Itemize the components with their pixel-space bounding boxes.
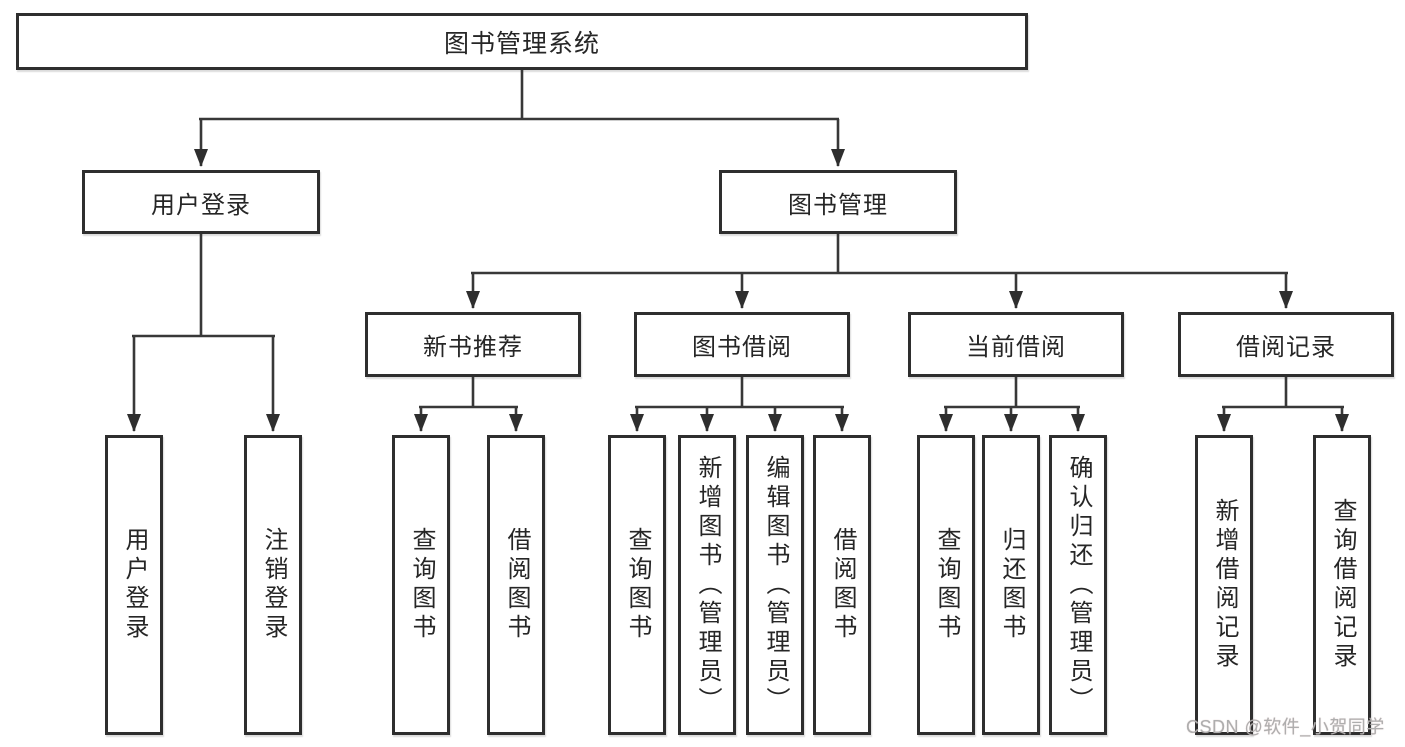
node-current-borrowing: 当前借阅 — [908, 312, 1124, 377]
node-borrowing-records: 借阅记录 — [1178, 312, 1394, 377]
leaf-logout: 注销登录 — [244, 435, 302, 735]
leaf-query-books-current: 查询图书 — [917, 435, 975, 735]
leaf-borrow-books: 借阅图书 — [813, 435, 871, 735]
leaf-query-books-recommend: 查询图书 — [392, 435, 450, 735]
watermark: CSDN @软件_小贺同学 — [1186, 717, 1385, 737]
leaf-user-login: 用户登录 — [105, 435, 163, 735]
node-user-login: 用户登录 — [82, 170, 320, 234]
node-book-borrowing: 图书借阅 — [634, 312, 850, 377]
leaf-query-books-borrow: 查询图书 — [608, 435, 666, 735]
node-book-management: 图书管理 — [719, 170, 957, 234]
leaf-confirm-return-admin: 确认归还（管理员） — [1049, 435, 1107, 735]
node-new-book-recommend: 新书推荐 — [365, 312, 581, 377]
leaf-edit-books-admin: 编辑图书（管理员） — [746, 435, 804, 735]
leaf-add-books-admin: 新增图书（管理员） — [678, 435, 736, 735]
leaf-return-books: 归还图书 — [982, 435, 1040, 735]
leaf-add-borrow-record: 新增借阅记录 — [1195, 435, 1253, 735]
node-library-system: 图书管理系统 — [16, 13, 1028, 70]
leaf-query-borrow-record: 查询借阅记录 — [1313, 435, 1371, 735]
leaf-borrow-books-recommend: 借阅图书 — [487, 435, 545, 735]
